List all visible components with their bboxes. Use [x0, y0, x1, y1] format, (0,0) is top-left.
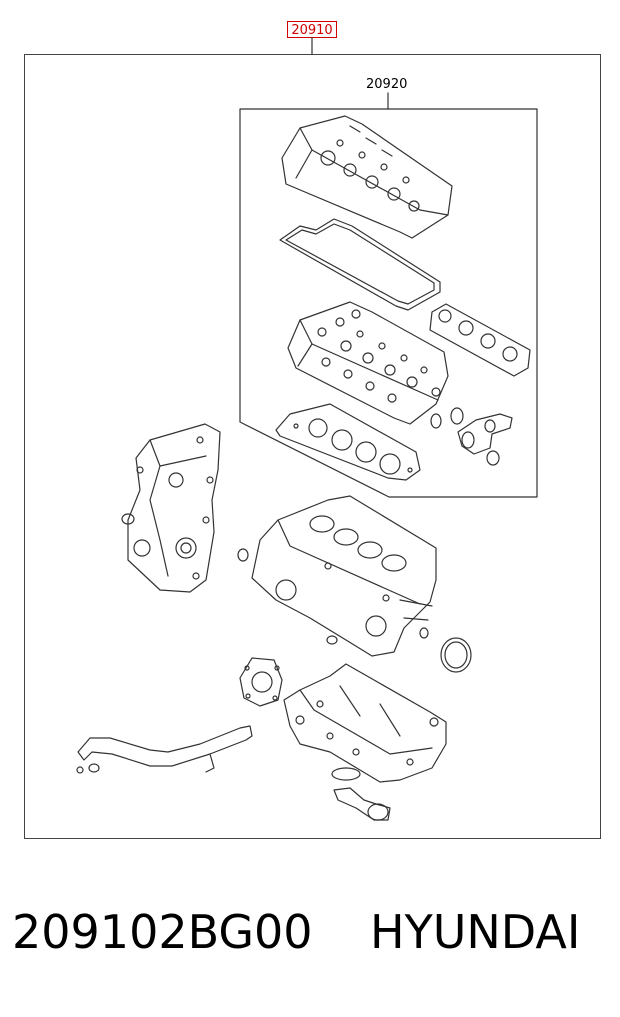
part-number: 209102BG00 [12, 905, 313, 959]
valve-cover [281, 115, 453, 239]
water-pipe [76, 725, 253, 774]
exhaust-manifold-gasket [429, 303, 531, 377]
callout-20920[interactable]: 20920 [366, 77, 408, 92]
brand-name: HYUNDAI [370, 905, 581, 959]
water-outlet [430, 407, 513, 466]
valve-cover-gasket [279, 218, 441, 311]
cylinder-head [287, 301, 449, 425]
cylinder-block [237, 495, 437, 657]
subassembly-frame [239, 108, 538, 498]
oil-strainer [333, 787, 391, 821]
footer: 209102BG00 HYUNDAI [0, 905, 620, 975]
timing-cover [121, 423, 221, 593]
water-pump-gasket [239, 657, 283, 707]
rear-crank-seal [440, 637, 472, 673]
oil-pan [283, 663, 447, 783]
assembly-frame [24, 54, 601, 839]
head-gasket [275, 403, 421, 481]
